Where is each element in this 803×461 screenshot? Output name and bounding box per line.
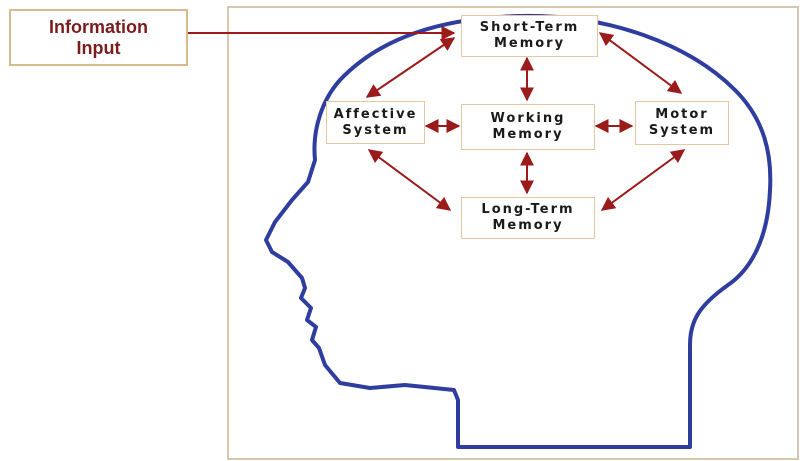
short-term-memory-line1: Short-Term <box>479 20 580 35</box>
arrow-motor-long-term <box>600 149 686 211</box>
information-input-label-line1: Information <box>49 16 148 37</box>
short-term-memory-line2: Memory <box>493 36 566 51</box>
affective-system-line2: System <box>342 122 409 138</box>
arrow-affective-long-term <box>367 149 452 211</box>
long-term-memory-box: Long-Term Memory <box>461 197 595 239</box>
working-memory-line2: Memory <box>492 127 564 142</box>
working-memory-box: Working Memory <box>461 104 595 150</box>
motor-system-line2: System <box>648 123 716 138</box>
arrow-short-term-motor <box>598 32 683 94</box>
arrow-short-term-affective <box>365 37 456 98</box>
long-term-memory-line1: Long-Term <box>481 202 575 217</box>
information-input-box: Information Input <box>9 9 188 66</box>
short-term-memory-box: Short-Term Memory <box>461 15 598 57</box>
picture-frame <box>227 6 799 460</box>
motor-system-line1: Motor <box>655 107 709 122</box>
information-input-label-line2: Input <box>76 37 121 58</box>
motor-system-box: Motor System <box>635 101 729 145</box>
long-term-memory-line2: Memory <box>492 218 564 233</box>
affective-system-box: Affective System <box>326 101 425 144</box>
affective-system-line1: Affective <box>333 106 418 122</box>
working-memory-line1: Working <box>490 111 566 126</box>
